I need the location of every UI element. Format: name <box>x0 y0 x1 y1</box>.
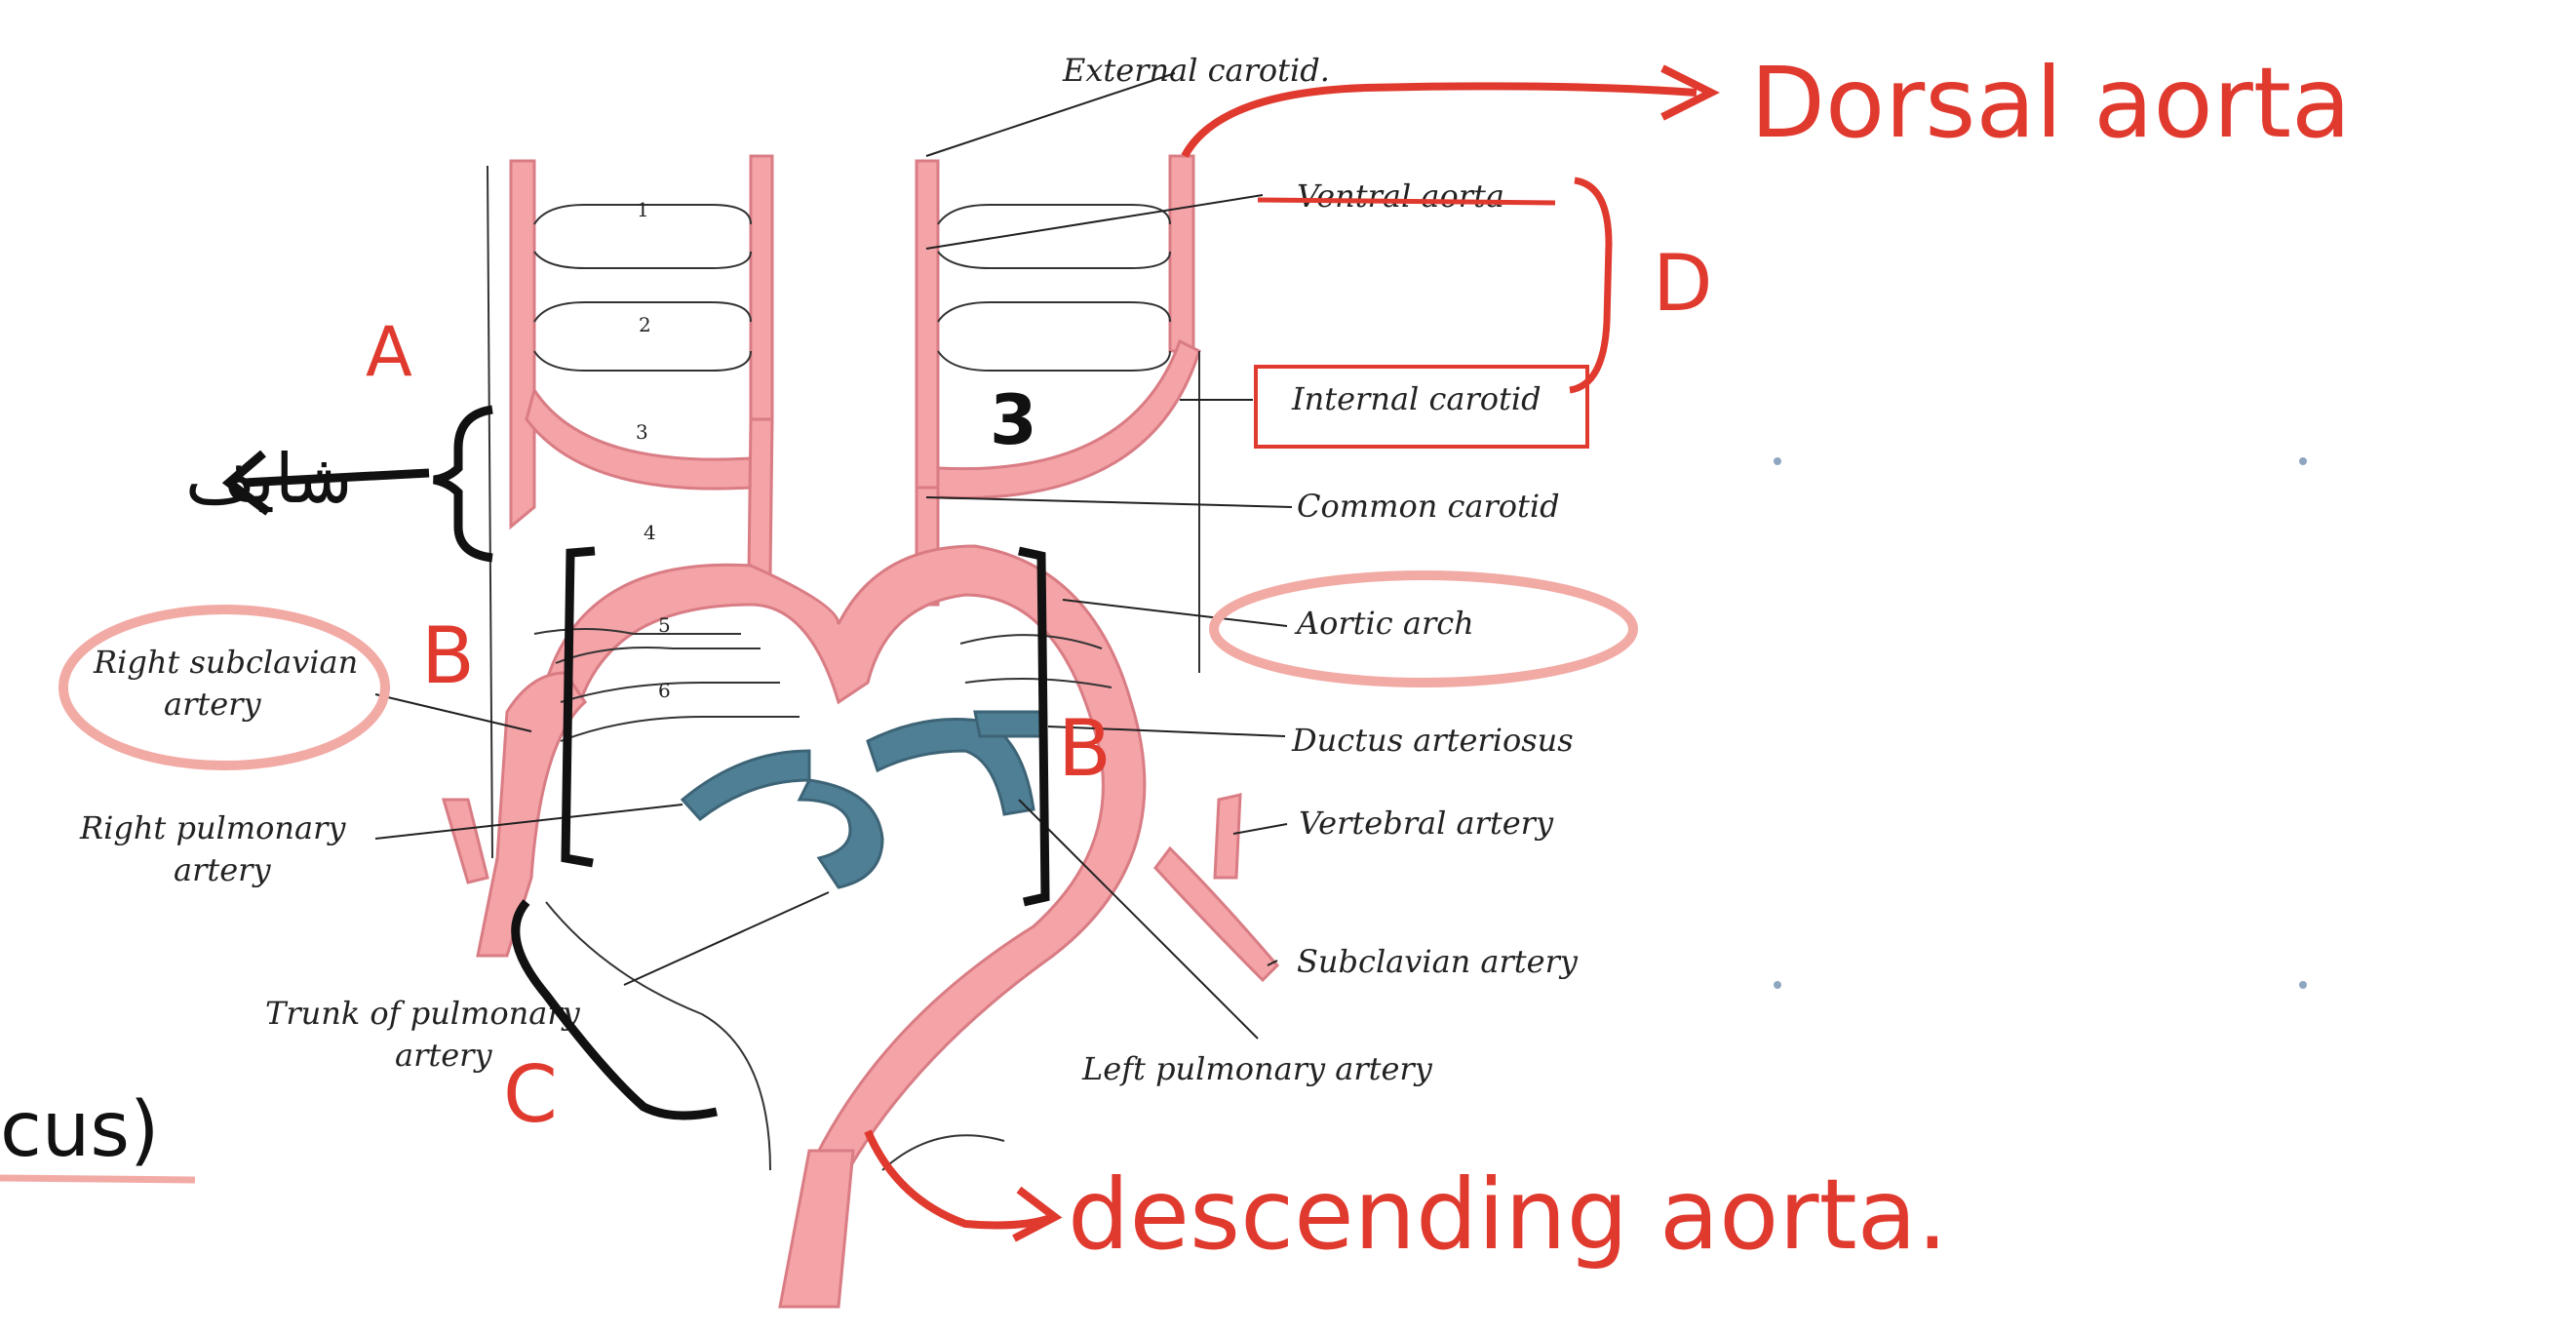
right-dorsal-aorta <box>1170 156 1193 351</box>
label-ventral-aorta: Ventral aorta <box>1297 177 1504 215</box>
annotation-letter-d: D <box>1653 238 1713 329</box>
annotation-letter-c: C <box>503 1049 558 1140</box>
d-bracket <box>1570 180 1609 390</box>
annotation-partial-text: cus) <box>0 1086 159 1174</box>
annotation-number-3: 3 <box>990 380 1037 460</box>
pulmonary-trunk <box>800 780 882 887</box>
label-right-pulmonary-line1: Right pulmonary <box>79 809 346 846</box>
red-annotations: Dorsal aorta D A B B C descending aorta. <box>366 46 2351 1272</box>
label-internal-carotid: Internal carotid <box>1291 380 1542 417</box>
dorsal-aorta-arrow <box>1185 86 1697 156</box>
printed-labels: External carotid. Ventral aorta Internal… <box>79 52 1579 1087</box>
label-common-carotid: Common carotid <box>1297 488 1560 525</box>
annotation-letter-b-left: B <box>421 610 475 701</box>
arch-number-5: 5 <box>658 613 671 637</box>
label-right-subclavian-line1: Right subclavian <box>93 644 358 681</box>
descending-aorta <box>780 1151 853 1307</box>
arch-number-6: 6 <box>658 679 671 702</box>
annotation-letter-b-right: B <box>1058 703 1112 794</box>
descending-aorta-arrow <box>868 1131 1053 1225</box>
ductus-arteriosus-vessel <box>975 712 1043 736</box>
arch-number-2: 2 <box>639 313 651 336</box>
left-ventral-aorta <box>751 156 772 419</box>
annotation-descending-aorta: descending aorta. <box>1068 1158 1948 1272</box>
label-external-carotid: External carotid. <box>1062 52 1330 89</box>
label-trunk-pulmonary-line2: artery <box>395 1037 492 1074</box>
label-trunk-pulmonary-line1: Trunk of pulmonary <box>265 995 581 1032</box>
annotation-letter-a: A <box>366 312 412 392</box>
left-common-carotid <box>749 419 772 575</box>
pulmonary-vessels <box>683 712 1043 887</box>
arch-number-1: 1 <box>637 198 649 221</box>
label-subclavian-artery: Subclavian artery <box>1297 943 1579 980</box>
label-left-pulmonary-artery: Left pulmonary artery <box>1081 1050 1433 1087</box>
label-aortic-arch: Aortic arch <box>1294 605 1474 642</box>
label-right-pulmonary-line2: artery <box>174 851 271 888</box>
annotation-dorsal-aorta: Dorsal aorta <box>1750 46 2351 160</box>
label-vertebral-artery: Vertebral artery <box>1299 805 1554 842</box>
background-dots <box>1774 457 2307 989</box>
right-pulmonary-artery <box>683 751 809 819</box>
left-vertebral-artery <box>1215 795 1240 878</box>
label-right-subclavian-line2: artery <box>164 686 261 723</box>
underline-cus <box>0 1178 195 1180</box>
left-brace <box>434 410 492 558</box>
right-vertebral-stub <box>444 800 488 883</box>
label-ductus-arteriosus: Ductus arteriosus <box>1291 722 1574 759</box>
arch-number-4: 4 <box>644 521 656 544</box>
arrow-right-icon-2 <box>1014 1190 1055 1238</box>
arch-number-3: 3 <box>636 420 648 444</box>
ventral-aorta-strikethrough <box>1258 200 1555 203</box>
left-dorsal-aorta <box>511 161 534 527</box>
